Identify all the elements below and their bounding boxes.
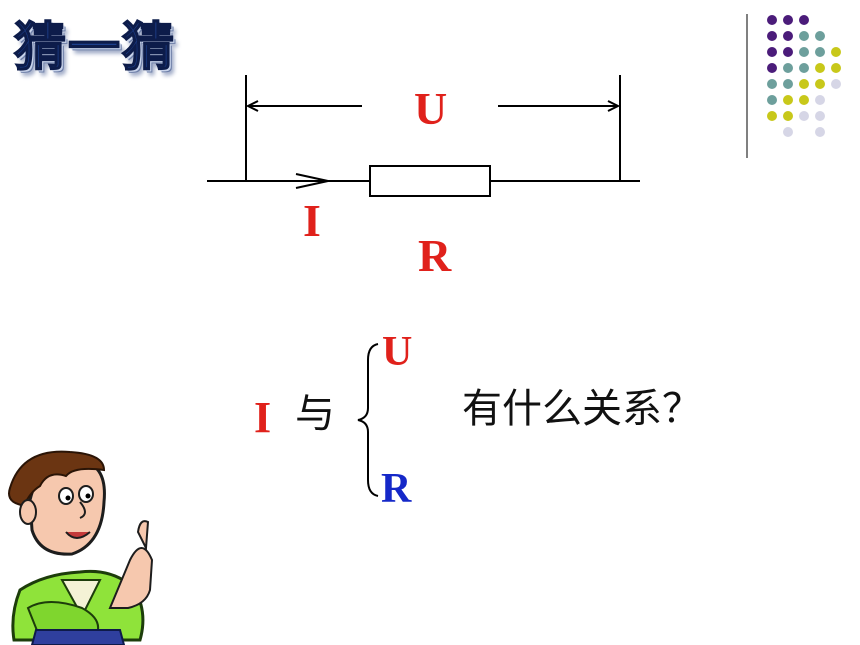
decor-dot-grid bbox=[767, 15, 841, 137]
current-label: I bbox=[303, 195, 321, 246]
dot-grid-group bbox=[767, 15, 841, 137]
resistor-symbol bbox=[369, 165, 491, 197]
current-arrow bbox=[295, 173, 329, 189]
voltage-arrow-right bbox=[607, 100, 621, 112]
question-text: 有什么关系？ bbox=[462, 386, 702, 432]
cartoon-boy-illustration bbox=[8, 450, 154, 645]
voltage-label: U bbox=[414, 83, 448, 134]
left-brace bbox=[357, 343, 379, 497]
option-bottom: R bbox=[381, 466, 412, 512]
voltage-arrow-left bbox=[245, 100, 259, 112]
resistance-label: R bbox=[418, 230, 452, 281]
slide-title: 猜一猜 bbox=[13, 18, 177, 78]
question-connector: 与 bbox=[295, 391, 335, 437]
question-subject: I bbox=[254, 393, 272, 442]
option-top: U bbox=[382, 329, 413, 375]
decor-divider bbox=[746, 14, 748, 158]
boy-figure bbox=[8, 450, 154, 645]
